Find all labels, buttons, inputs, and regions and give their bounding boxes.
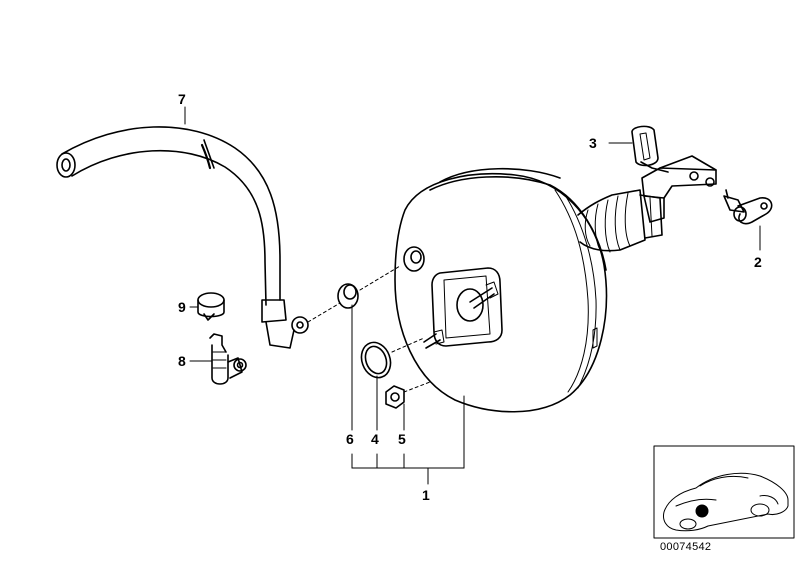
leader-lines	[184, 106, 761, 485]
callout-3: 3	[589, 135, 597, 151]
callout-8: 8	[178, 353, 186, 369]
clamp-part-9	[197, 292, 225, 321]
brake-booster-part-1	[394, 167, 608, 413]
callout-4: 4	[371, 431, 379, 447]
callout-5: 5	[398, 431, 406, 447]
callout-2: 2	[754, 254, 762, 270]
o-ring-part-4	[360, 337, 425, 379]
grommet-part-6	[337, 265, 401, 309]
reference-number: 00074542	[660, 541, 712, 553]
bolt-part-2	[723, 189, 773, 225]
push-rod-boot	[577, 189, 663, 253]
vehicle-location-icon	[653, 445, 795, 539]
clevis-fork	[641, 155, 717, 223]
callout-6: 6	[346, 431, 354, 447]
nut-part-5	[385, 381, 431, 409]
callout-7: 7	[178, 91, 186, 107]
callout-9: 9	[178, 299, 186, 315]
callout-1: 1	[422, 487, 430, 503]
vacuum-hose-part-7	[56, 126, 341, 349]
clip-part-3	[631, 125, 669, 173]
angle-connector-part-8	[209, 333, 247, 385]
